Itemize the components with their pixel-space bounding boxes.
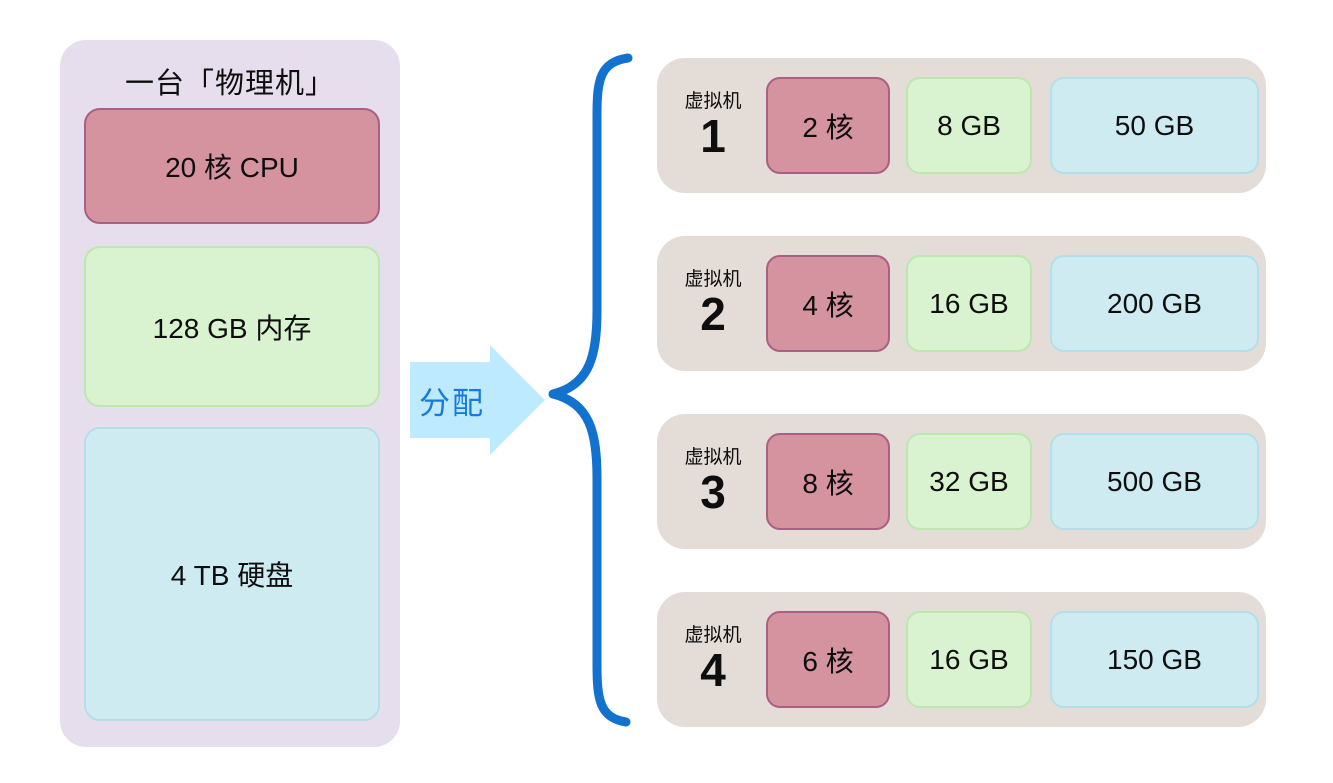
vm-disk-label: 500 GB	[1107, 465, 1202, 497]
vm-identifier: 虚拟机 2	[673, 270, 753, 337]
vm-cpu-label: 4 核	[802, 289, 854, 321]
vm-memory-box: 16 GB	[906, 255, 1032, 352]
physical-cpu-label: 20 核 CPU	[165, 152, 299, 183]
vm-identifier: 虚拟机 3	[673, 448, 753, 515]
vm-cpu-box: 2 核	[766, 77, 890, 174]
curly-brace-icon	[548, 53, 633, 727]
physical-disk-box: 4 TB 硬盘	[84, 427, 380, 721]
vm-identifier: 虚拟机 1	[673, 92, 753, 159]
vm-cpu-label: 8 核	[802, 467, 854, 499]
allocation-arrow-icon	[410, 345, 545, 455]
vm-disk-box: 50 GB	[1050, 77, 1259, 174]
vm-cpu-label: 6 核	[802, 645, 854, 677]
vm-identifier: 虚拟机 4	[673, 626, 753, 693]
vm-memory-label: 8 GB	[937, 109, 1001, 141]
vm-disk-label: 150 GB	[1107, 643, 1202, 675]
vm-memory-label: 16 GB	[929, 643, 1009, 675]
vm-memory-box: 16 GB	[906, 611, 1032, 708]
vm-number: 2	[700, 288, 726, 340]
vm-row: 虚拟机 4 6 核 16 GB 150 GB	[657, 592, 1266, 727]
physical-memory-label: 128 GB 内存	[152, 312, 312, 344]
vm-number: 3	[700, 466, 726, 518]
vm-label: 虚拟机	[684, 625, 742, 646]
vm-row: 虚拟机 3 8 核 32 GB 500 GB	[657, 414, 1266, 549]
vm-row: 虚拟机 2 4 核 16 GB 200 GB	[657, 236, 1266, 371]
physical-disk-label: 4 TB 硬盘	[170, 560, 294, 591]
physical-machine-panel: 一台「物理机」 20 核 CPU 128 GB 内存 4 TB 硬盘	[60, 40, 400, 747]
vm-memory-label: 32 GB	[929, 465, 1009, 497]
allocation-arrow-label: 分配	[419, 385, 485, 421]
vm-memory-label: 16 GB	[929, 287, 1009, 319]
vm-label: 虚拟机	[684, 91, 742, 112]
physical-machine-title: 一台「物理机」	[124, 68, 335, 100]
vm-cpu-box: 4 核	[766, 255, 890, 352]
vm-cpu-label: 2 核	[802, 111, 854, 143]
vm-number: 4	[700, 644, 726, 696]
physical-cpu-box: 20 核 CPU	[84, 108, 380, 224]
vm-row: 虚拟机 1 2 核 8 GB 50 GB	[657, 58, 1266, 193]
vm-label: 虚拟机	[684, 269, 742, 290]
vm-disk-box: 500 GB	[1050, 433, 1259, 530]
vm-memory-box: 8 GB	[906, 77, 1032, 174]
vm-cpu-box: 8 核	[766, 433, 890, 530]
physical-memory-box: 128 GB 内存	[84, 246, 380, 407]
vm-memory-box: 32 GB	[906, 433, 1032, 530]
vm-disk-box: 200 GB	[1050, 255, 1259, 352]
vm-disk-label: 50 GB	[1114, 109, 1195, 141]
vm-disk-label: 200 GB	[1107, 287, 1202, 319]
vm-label: 虚拟机	[684, 447, 742, 468]
vm-number: 1	[700, 110, 726, 162]
vm-cpu-box: 6 核	[766, 611, 890, 708]
vm-disk-box: 150 GB	[1050, 611, 1259, 708]
